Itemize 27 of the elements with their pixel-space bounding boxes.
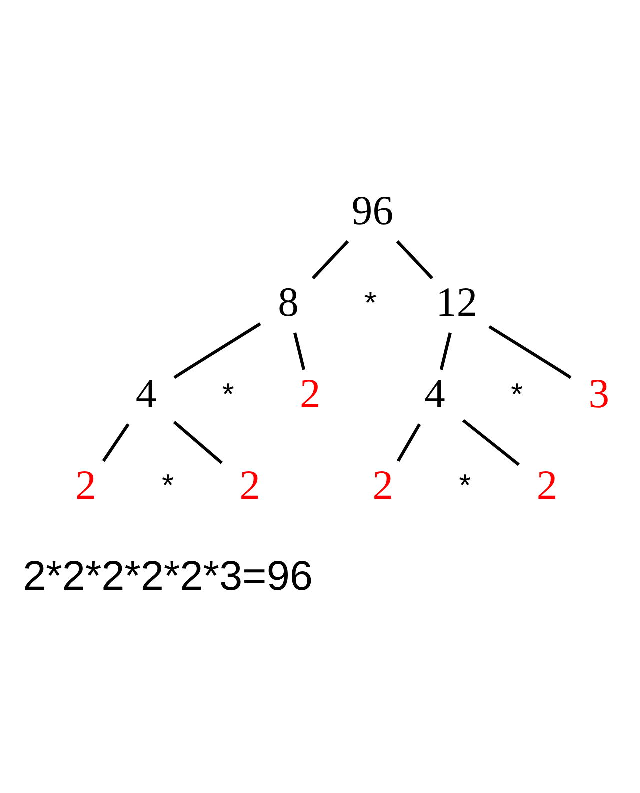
connector <box>396 240 434 279</box>
label: * <box>364 284 377 320</box>
node-text: 2 <box>240 461 261 508</box>
label: * <box>222 376 234 412</box>
node-text: 2 <box>76 461 96 508</box>
node-text: 4 <box>136 370 157 416</box>
connector <box>174 322 262 379</box>
connector <box>462 418 520 466</box>
connector <box>294 332 306 370</box>
connector <box>173 420 224 464</box>
node-text: 4 <box>424 370 446 416</box>
label: * <box>162 468 174 503</box>
node-text: 8 <box>278 278 299 324</box>
connector <box>440 332 452 370</box>
node-text: 2 <box>300 370 321 416</box>
connector <box>396 423 422 462</box>
node-text: 96 <box>352 187 394 234</box>
label: * <box>511 376 524 412</box>
label: 2*2*2*2*2*3=96 <box>23 552 314 599</box>
node-text: 12 <box>436 278 478 324</box>
connector <box>488 324 572 379</box>
label: * <box>459 468 472 503</box>
connector <box>102 423 130 462</box>
node-text: 3 <box>588 370 610 416</box>
node-text: 2 <box>536 461 558 508</box>
connector <box>312 240 350 279</box>
node-text: 2 <box>372 461 394 508</box>
